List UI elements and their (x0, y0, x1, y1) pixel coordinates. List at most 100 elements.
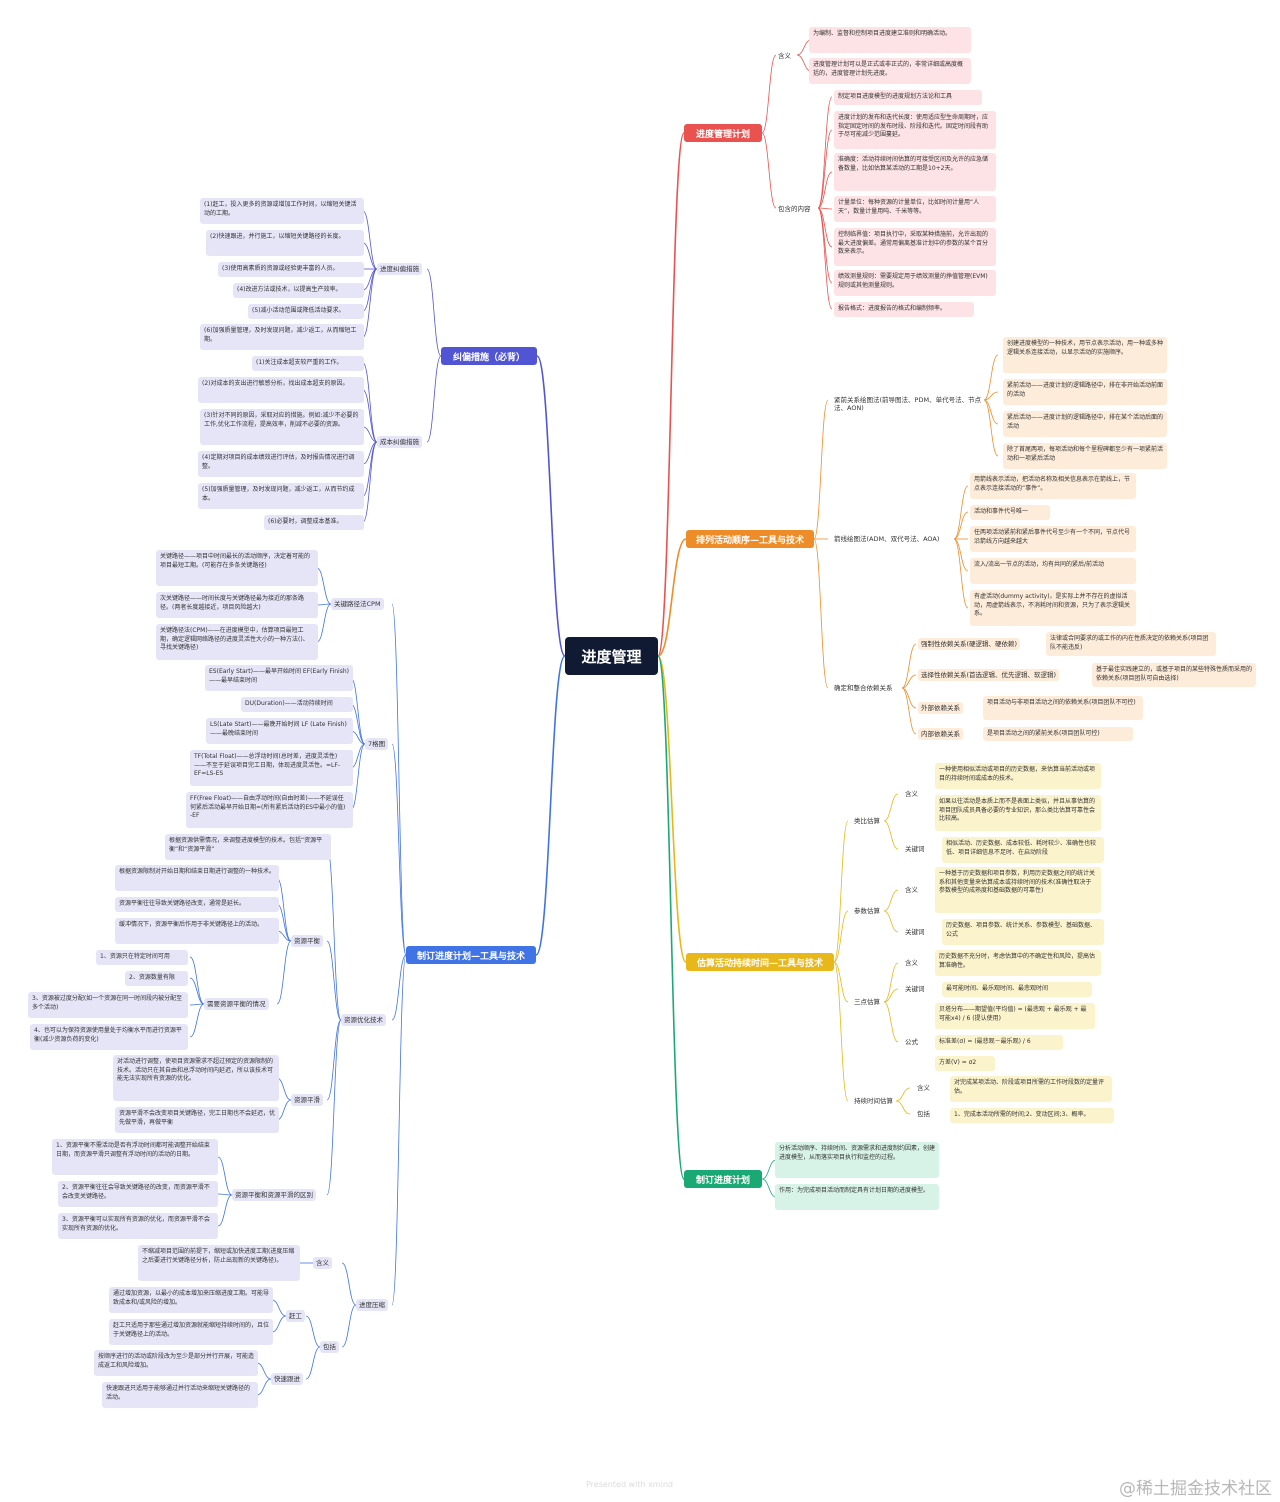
topic-formula[interactable]: 公式 (905, 1038, 918, 1046)
topic-cost-corrective[interactable]: 成本纠偏措施 (377, 436, 422, 449)
leaf-text: (2)对成本的支出进行敏感分析，找出成本超支的原因。 (198, 377, 364, 403)
leaf-text: 法律或合同要求的或工作的内在性质决定的依赖关系(项目团队不能违反) (1046, 632, 1216, 656)
connector (350, 677, 366, 745)
topic-keywords[interactable]: 关键词 (905, 928, 925, 936)
branch-corrective-actions[interactable]: 纠偏措施（必背） (441, 347, 537, 365)
topic-keywords[interactable]: 关键词 (905, 985, 925, 993)
branch-sequence-activities[interactable]: 排列活动顺序—工具与技术 (686, 530, 814, 548)
leaf-text: 对完成某项活动、阶段或项目所需的工作时段数的定量评估。 (950, 1076, 1112, 1102)
connector (813, 538, 829, 689)
leaf-text: TF(Total Float)——总浮动时间(总时差，进度灵活性)——不至于延误… (190, 750, 353, 786)
topic-includes[interactable]: 包括 (917, 1110, 930, 1118)
leaf-text: 1、完成本活动所需的时间;2、变动区间;3、概率。 (950, 1108, 1114, 1123)
leaf-text: (5)加强质量管理，及时发现问题，减少返工，从而节约成本。 (198, 483, 364, 509)
leaf-text: 资源平滑不会改变项目关键路径，完工日期也不会延迟，优先做平滑，再做平衡 (115, 1107, 279, 1133)
connector (901, 687, 917, 709)
leaf-text: 制定项目进度模型的进度规划方法论和工具 (834, 90, 982, 105)
leaf-text: 关键路径——项目中时间最长的活动顺序，决定着可能的项目最短工期。(可能存在多条关… (156, 550, 318, 586)
connector (326, 846, 342, 1021)
branch-schedule-plan[interactable]: 进度管理计划 (684, 124, 762, 142)
footer-credit: Presented with xmind (586, 1480, 673, 1489)
topic-three-point[interactable]: 三点估算 (854, 998, 880, 1006)
leaf-text: (1)关注成本超支较严重的工作。 (252, 356, 364, 371)
topic-internal-dependency[interactable]: 内部依赖关系 (918, 728, 963, 741)
leaf-text: (3)针对不同的原因，采取对应的措施。例如:减少不必要的工作,优化工作流程，提高… (200, 409, 364, 445)
leaf-text: 快速跟进只适用于能够通过并行活动来缩短关键路径的活动。 (102, 1382, 258, 1408)
topic-crashing[interactable]: 赶工 (286, 1310, 305, 1323)
topic-resource-leveling[interactable]: 资源平衡 (291, 935, 323, 948)
connector (883, 962, 899, 1003)
connector (316, 603, 332, 643)
leaf-text: 项目活动与非项目活动之间的依赖关系(项目团队不可控) (983, 696, 1143, 720)
topic-duration-estimate[interactable]: 持续时间估算 (854, 1097, 893, 1105)
leaf-text: (3)使用高素质的资源或经验更丰富的人员。 (218, 262, 364, 277)
branch-develop-schedule[interactable]: 制订进度计划 (684, 1170, 762, 1188)
topic-adm[interactable]: 箭线绘图法(ADM、双代号法、AOA) (834, 535, 940, 543)
topic-meaning[interactable]: 含义 (313, 1257, 332, 1270)
leaf-text: 一种基于历史数据和项目参数，利用历史数据之间的统计关系和其他变量来估算成本或持续… (935, 867, 1101, 913)
connector (953, 538, 969, 609)
leaf-text: (5)减小活动范围或降低活动要求。 (248, 304, 364, 319)
topic-leveling-cases[interactable]: 需要资源平衡的情况 (204, 998, 269, 1011)
connector (883, 910, 899, 933)
connector (256, 1378, 272, 1396)
leaf-text: 报告格式：进度报告的格式和编制频率。 (834, 302, 974, 317)
leaf-text: 通过增加资源，以最小的成本增加来压缩进度工期。可能导致成本和/或风险的增加。 (109, 1287, 273, 1313)
connector (271, 1315, 287, 1333)
topic-discretionary-dependency[interactable]: 选择性依赖关系(首选逻辑、优先逻辑、软逻辑) (918, 669, 1060, 682)
topic-keywords[interactable]: 关键词 (905, 845, 925, 853)
connector (362, 441, 378, 497)
leaf-text: 进度计划的发布和迭代长度：使用适应型生命周期时，应指定固定时间的发布时段、阶段和… (834, 111, 996, 149)
topic-analogous[interactable]: 类比估算 (854, 817, 880, 825)
topic-seven-grid[interactable]: 7格图 (365, 738, 389, 751)
topic-external-dependency[interactable]: 外部依赖关系 (918, 702, 963, 715)
leaf-text: 贝塔分布——期望值(平均值) = (最悲观 + 最乐观 + 最可能x4) / 6… (935, 1003, 1095, 1029)
topic-meaning[interactable]: 含义 (905, 790, 918, 798)
branch-develop-schedule-tools[interactable]: 制订进度计划—工具与技术 (406, 946, 536, 964)
connector (833, 910, 849, 963)
leaf-text: (6)加强质量管理，及时发现问题，减少返工，从而缩短工期。 (200, 324, 364, 350)
topic-schedule-compression[interactable]: 进度压缩 (356, 1299, 388, 1312)
topic-includes[interactable]: 包括 (320, 1341, 339, 1354)
connector (316, 567, 332, 605)
branch-estimate-durations[interactable]: 估算活动持续时间—工具与技术 (686, 953, 834, 971)
leaf-text: 相似活动、历史数据、成本较低、耗时较少、准确性也较低、项目详细信息不足时、在启动… (942, 837, 1104, 863)
connector (983, 354, 999, 401)
topic-parametric[interactable]: 参数估算 (854, 907, 880, 915)
topic-meaning[interactable]: 含义 (905, 886, 918, 894)
connector (276, 1099, 292, 1121)
topic-fast-tracking[interactable]: 快速跟进 (271, 1373, 303, 1386)
topic-meaning[interactable]: 含义 (778, 52, 791, 60)
leaf-text: ES(Early Start)——最早开始时间 EF(Early Finish)… (205, 665, 353, 691)
topic-contents[interactable]: 包含的内容 (778, 205, 811, 213)
connector (326, 1019, 342, 1101)
connector (657, 655, 687, 963)
connector (883, 820, 899, 850)
leaf-text: 如果以往活动是本质上而不是表面上类似，并且从事估算的项目团队成员具备必要的专业知… (935, 795, 1101, 831)
connector (883, 889, 899, 912)
connector (276, 940, 292, 1005)
topic-meaning[interactable]: 含义 (917, 1084, 930, 1092)
connector (833, 820, 849, 963)
central-topic[interactable]: 进度管理 (565, 637, 658, 675)
leaf-text: 绩效测量规则：需要规定用于绩效测量的挣值管理(EVM)规则或其他测量规则。 (834, 270, 996, 296)
topic-schedule-corrective[interactable]: 进度纠偏措施 (377, 263, 422, 276)
connector (189, 1003, 205, 1038)
connector (305, 1346, 321, 1380)
connector (953, 511, 969, 540)
leaf-text: 1、资源平衡不需活动是否有浮动时间都可能调整开始结束日期，而资源平滑只调整有浮动… (52, 1139, 218, 1175)
leaf-text: 紧前活动——进度计划的逻辑路径中，排在非开始活动前面的活动 (1003, 379, 1167, 405)
leaf-text: 进度管理计划可以是正式或非正式的，非常详细或高度概括的，进度管理计划先进度。 (809, 58, 971, 84)
topic-cpm[interactable]: 关键路径法CPM (331, 598, 384, 611)
topic-pdm[interactable]: 紧前关系绘图法(前导图法、PDM、单代号法、节点法、AON) (834, 396, 982, 413)
topic-resource-optimization[interactable]: 资源优化技术 (341, 1014, 386, 1027)
topic-meaning[interactable]: 含义 (905, 959, 918, 967)
connector (983, 399, 999, 457)
topic-leveling-vs-smoothing[interactable]: 资源平衡和资源平滑的区别 (232, 1189, 316, 1202)
topic-resource-smoothing[interactable]: 资源平滑 (291, 1094, 323, 1107)
connector (217, 1194, 233, 1227)
connector (833, 961, 849, 1102)
topic-mandatory-dependency[interactable]: 强制性依赖关系(硬逻辑、硬依赖) (918, 638, 1021, 651)
connector (953, 538, 969, 572)
topic-dependencies[interactable]: 确定和整合依赖关系 (834, 684, 893, 692)
